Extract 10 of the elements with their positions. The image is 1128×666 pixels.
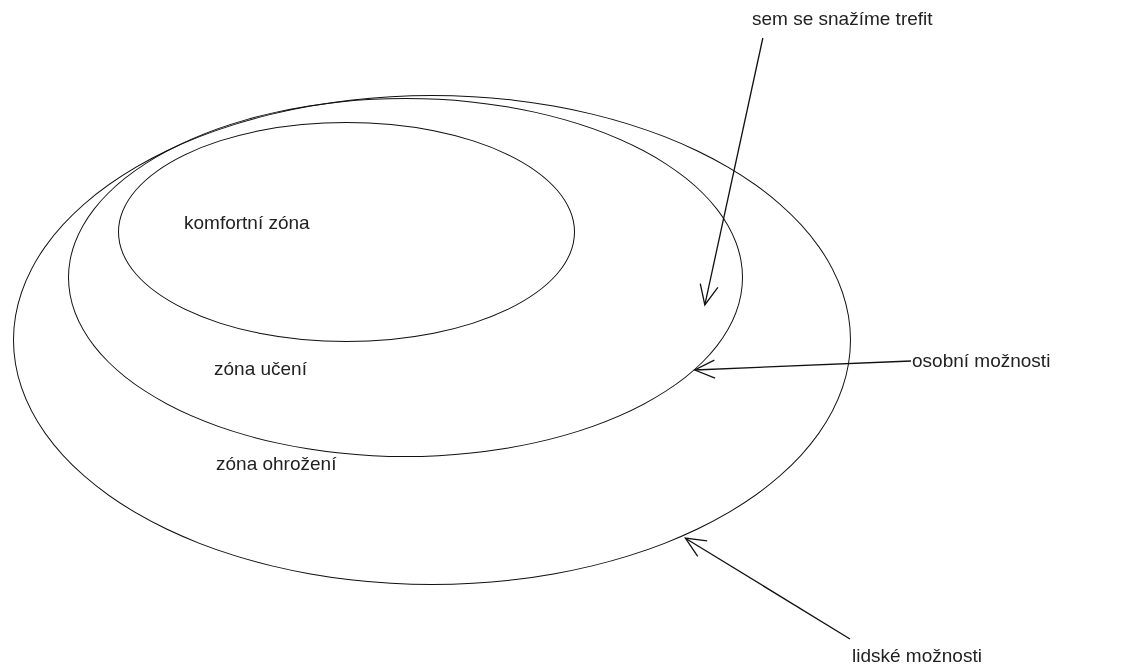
arrow: [694, 359, 912, 379]
zone-label: komfortní zóna: [184, 212, 310, 234]
arrow: [699, 37, 764, 306]
zone-label: zóna ohrožení: [216, 453, 337, 475]
annotation-text: lidské možnosti: [852, 645, 982, 666]
arrow: [684, 537, 851, 640]
annotation-text: osobní možnosti: [912, 350, 1051, 372]
zone-ellipse: [68, 98, 743, 457]
zone-label: zóna učení: [214, 358, 307, 380]
annotation-text: sem se snažíme trefit: [752, 8, 933, 30]
